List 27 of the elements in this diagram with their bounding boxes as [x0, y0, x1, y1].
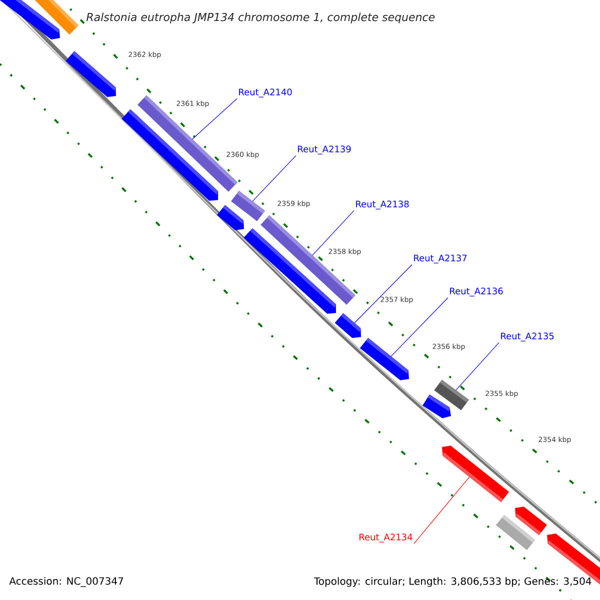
leader-line — [192, 98, 238, 140]
gene-bar — [231, 190, 265, 222]
gene-feature — [360, 338, 409, 380]
leader-line — [390, 297, 448, 357]
gene-label: Reut_A2138 — [356, 200, 409, 210]
accession-text: Accession: NC_007347 — [9, 577, 124, 587]
leader-line — [354, 264, 412, 324]
gene-feature — [334, 313, 361, 338]
leader-line — [414, 476, 470, 544]
gene-label: Reut_A2137 — [414, 254, 467, 264]
gene-label: Reut_A2136 — [450, 288, 503, 296]
gene-feature — [422, 394, 451, 418]
gene-label: Reut_A2140 — [239, 88, 292, 98]
leader-line — [456, 342, 500, 390]
gene-label: Reut_A2139 — [298, 146, 351, 154]
gene-feature — [0, 0, 60, 40]
title: Ralstonia eutropha JMP134 chromosome 1, complete sequence — [86, 12, 435, 24]
gene-feature — [216, 205, 244, 230]
leader-line — [312, 210, 354, 256]
gene-label: Reut_A2135 — [501, 332, 554, 342]
summary-text: Topology: circular; Length: 3,806,533 bp; Genes: 3,504 — [314, 577, 592, 587]
gene-bar — [33, 0, 79, 35]
gene-feature — [442, 446, 509, 502]
leader-line — [252, 155, 296, 202]
gene-feature — [66, 51, 116, 97]
gene-feature — [515, 506, 547, 536]
gene-label: Reut_A2134 — [360, 534, 412, 542]
